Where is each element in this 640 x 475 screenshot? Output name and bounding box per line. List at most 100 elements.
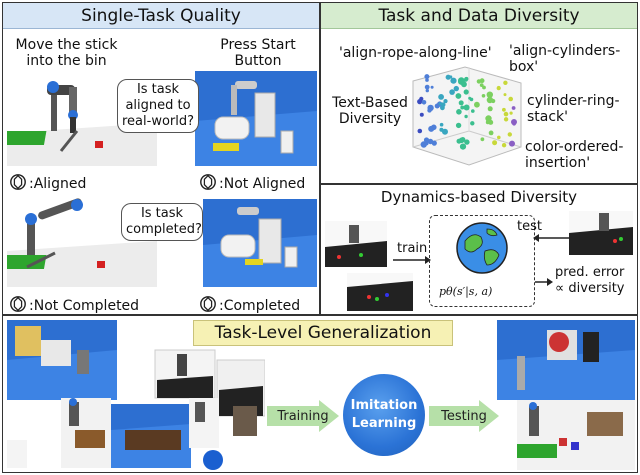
embedding-point bbox=[456, 109, 462, 115]
label-cylinder-ring: cylinder-ring- stack' bbox=[527, 93, 620, 125]
embedding-point bbox=[502, 107, 506, 112]
embedding-point bbox=[492, 140, 498, 146]
embedding-point bbox=[487, 106, 493, 112]
embedding-point bbox=[481, 94, 486, 98]
embedding-point bbox=[427, 108, 432, 113]
training-label: Training bbox=[277, 408, 329, 424]
task-data-panel: Task and Data Diversity Text-Based Diver… bbox=[320, 2, 638, 184]
embedding-point bbox=[424, 84, 430, 90]
embedding-point bbox=[455, 93, 462, 99]
testing-label: Testing bbox=[441, 408, 487, 424]
embedding-point bbox=[463, 104, 470, 111]
pred-error-label: pred. error ∝ diversity bbox=[555, 265, 625, 296]
earth-icon bbox=[456, 222, 508, 274]
embedding-point bbox=[464, 114, 468, 119]
scene-press-button bbox=[195, 71, 317, 166]
scene-dyn-left-top bbox=[325, 221, 387, 267]
embedding-point bbox=[456, 138, 462, 144]
embedding-point bbox=[503, 93, 507, 97]
embedding-point bbox=[486, 96, 494, 104]
scene-dyn-left-bottom bbox=[347, 273, 413, 311]
embedding-point bbox=[509, 140, 515, 147]
verdict-aligned: :Aligned bbox=[9, 173, 86, 195]
embedding-point bbox=[428, 125, 435, 132]
completed-text: :Completed bbox=[219, 298, 301, 314]
embedding-point bbox=[425, 78, 429, 82]
embedding-point bbox=[468, 96, 472, 100]
embedding-point bbox=[449, 75, 453, 79]
embedding-point bbox=[423, 137, 430, 143]
embedding-point bbox=[439, 127, 444, 132]
label-color-ordered: color-ordered- insertion' bbox=[525, 139, 624, 171]
bubble-completed-question: Is task completed? bbox=[121, 203, 203, 241]
dynamics-title: Dynamics-based Diversity bbox=[380, 188, 578, 206]
embedding-point bbox=[460, 105, 465, 110]
embedding-point bbox=[463, 77, 468, 82]
bubble-aligned-question: Is task aligned to real-world? bbox=[117, 79, 199, 133]
aligned-text: :Aligned bbox=[29, 176, 87, 192]
embedding-point bbox=[470, 121, 475, 126]
embedding-point bbox=[419, 112, 424, 117]
embedding-point bbox=[464, 139, 470, 145]
embedding-point bbox=[442, 128, 448, 135]
embedding-point bbox=[479, 83, 484, 87]
scene-incomplete bbox=[7, 198, 157, 287]
embedding-point bbox=[424, 74, 430, 80]
embedding-point bbox=[417, 99, 423, 105]
scene-dyn-right bbox=[569, 211, 633, 255]
embedding-point bbox=[476, 79, 482, 84]
embedding-point bbox=[455, 122, 462, 129]
embedding-point bbox=[480, 137, 485, 142]
pred-arrow bbox=[535, 278, 553, 286]
training-arrow: Training bbox=[267, 400, 339, 432]
embedding-point bbox=[501, 143, 507, 148]
embedding-point bbox=[438, 102, 442, 106]
embedding-point bbox=[511, 106, 516, 110]
embedding-point bbox=[503, 117, 509, 122]
embedding-point bbox=[458, 100, 464, 106]
embedding-point bbox=[421, 100, 427, 105]
single-task-panel: Single-Task Quality Move the stick into … bbox=[2, 2, 320, 315]
press-start-label: Press Start Button bbox=[220, 37, 296, 69]
embedding-point bbox=[443, 99, 448, 104]
embedding-point bbox=[503, 80, 508, 85]
embedding-point bbox=[482, 85, 486, 90]
embedding-point bbox=[417, 128, 423, 134]
training-collage bbox=[7, 320, 265, 470]
dynamics-formula: pθ(s′|s, a) bbox=[439, 285, 493, 298]
embedding-point bbox=[509, 111, 513, 115]
task-level-title: Task-Level Generalization bbox=[193, 320, 453, 346]
label-align-cylinders: 'align-cylinders- box' bbox=[509, 43, 621, 75]
task-level-panel: Task-Level Generalization Training Imita… bbox=[2, 315, 638, 473]
openai-icon bbox=[9, 173, 27, 195]
embedding-point bbox=[512, 122, 516, 126]
embedding-point bbox=[445, 74, 451, 80]
scene-stick-bin bbox=[7, 81, 157, 166]
embedding-scatter-3d bbox=[412, 66, 522, 166]
openai-icon bbox=[199, 173, 217, 195]
embedding-point bbox=[486, 91, 493, 98]
embedding-point bbox=[508, 96, 513, 102]
embedding-point bbox=[438, 94, 444, 100]
label-align-rope: 'align-rope-along-line' bbox=[339, 45, 492, 61]
embedding-point bbox=[488, 130, 494, 136]
embedding-point bbox=[439, 122, 444, 127]
world-model-box bbox=[429, 215, 535, 307]
embedding-point bbox=[459, 143, 467, 150]
embedding-point bbox=[449, 89, 455, 95]
testing-arrow: Testing bbox=[429, 400, 499, 432]
embedding-point bbox=[485, 115, 492, 122]
embedding-point bbox=[497, 135, 501, 140]
embedding-point bbox=[425, 88, 429, 93]
imitation-learning-text: Imitation Learning bbox=[350, 398, 418, 431]
test-label: test bbox=[517, 219, 542, 234]
embedding-point bbox=[474, 101, 480, 108]
verdict-completed: :Completed bbox=[199, 295, 300, 317]
train-label: train bbox=[397, 241, 428, 256]
test-arrow bbox=[533, 234, 571, 242]
openai-icon bbox=[199, 295, 217, 317]
text-based-diversity-label: Text-Based Diversity bbox=[332, 95, 408, 127]
embedding-point bbox=[453, 85, 459, 92]
task-level-title-text: Task-Level Generalization bbox=[214, 323, 432, 343]
not-aligned-text: :Not Aligned bbox=[219, 176, 306, 192]
